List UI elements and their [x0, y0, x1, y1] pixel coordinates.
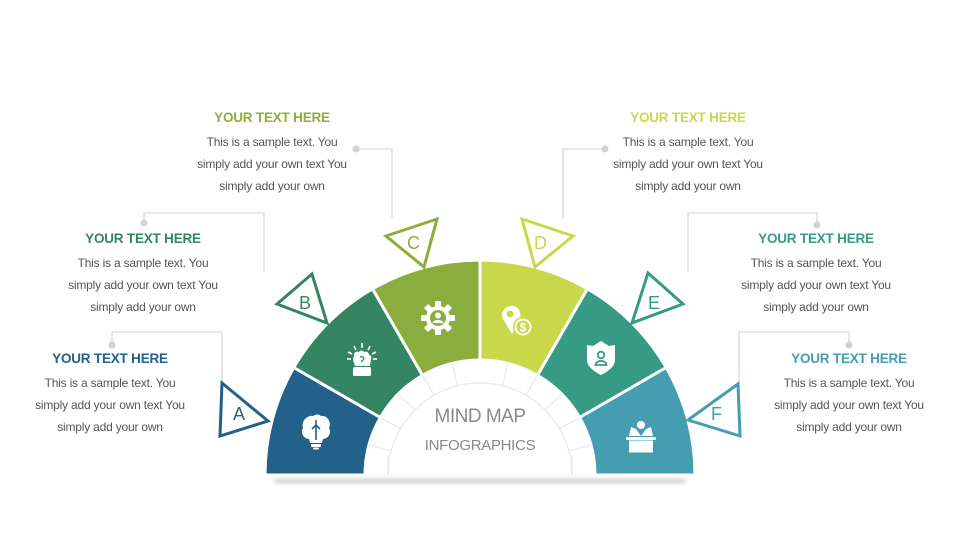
text-block-e: YOUR TEXT HERE This is a sample text. Yo… — [716, 230, 916, 318]
text-block-heading: YOUR TEXT HERE — [791, 351, 907, 366]
hub-base — [365, 360, 595, 475]
text-block-body: This is a sample text. You simply add yo… — [588, 131, 788, 197]
marker-triangle-c — [382, 216, 440, 270]
text-block-heading: YOUR TEXT HERE — [630, 110, 746, 125]
shield-user-icon — [587, 341, 615, 375]
marker-triangle-d — [519, 216, 577, 270]
body-line: simply add your own text You — [774, 398, 924, 412]
body-line: This is a sample text. You — [77, 256, 209, 270]
text-block-a: YOUR TEXT HERE This is a sample text. Yo… — [10, 350, 210, 438]
gear-user-icon — [421, 301, 455, 335]
body-line: This is a sample text. You — [206, 135, 338, 149]
body-line: This is a sample text. You — [750, 256, 882, 270]
body-line: simply add your own text You — [613, 157, 763, 171]
connector-c — [355, 148, 393, 218]
marker-triangle-a — [218, 379, 272, 439]
text-block-b: YOUR TEXT HERE This is a sample text. Yo… — [43, 230, 243, 318]
text-block-f: YOUR TEXT HERE This is a sample text. Yo… — [749, 350, 949, 438]
text-block-body: This is a sample text. You simply add yo… — [716, 252, 916, 318]
text-block-body: This is a sample text. You simply add yo… — [172, 131, 372, 197]
speaker-podium-icon — [626, 421, 656, 453]
connector-dots — [108, 145, 853, 349]
body-line: simply add your own — [763, 300, 869, 314]
marker-triangle-f — [684, 381, 742, 439]
raised-fist-icon — [347, 343, 377, 376]
hub-title-line2: INFOGRAPHICS — [424, 437, 536, 454]
connector-dot-c — [352, 145, 360, 153]
connector-b — [143, 212, 265, 272]
text-block-d: YOUR TEXT HERE This is a sample text. Yo… — [588, 109, 788, 197]
connector-dot-d — [601, 145, 609, 153]
marker-triangle-b — [274, 271, 330, 326]
hub-band-dividers — [367, 363, 593, 452]
body-line: simply add your own text You — [741, 278, 891, 292]
body-line: simply add your own text You — [197, 157, 347, 171]
body-line: simply add your own — [57, 420, 163, 434]
text-block-heading: YOUR TEXT HERE — [85, 231, 201, 246]
connector-d — [562, 148, 605, 218]
svg-text:$: $ — [520, 321, 527, 335]
connector-dot-f — [845, 341, 853, 349]
text-block-heading: YOUR TEXT HERE — [758, 231, 874, 246]
text-block-body: This is a sample text. You simply add yo… — [43, 252, 243, 318]
connectors — [111, 148, 850, 386]
hub-title-line1: MIND MAP — [434, 406, 527, 427]
location-dollar-icon: $ — [502, 306, 533, 337]
brain-bulb-icon — [301, 414, 331, 450]
text-block-body: This is a sample text. You simply add yo… — [10, 372, 210, 438]
body-line: simply add your own text You — [68, 278, 218, 292]
marker-triangle-e — [629, 270, 686, 326]
hub-inner-arc — [387, 382, 573, 476]
connector-dot-a — [108, 341, 116, 349]
text-block-body: This is a sample text. You simply add yo… — [749, 372, 949, 438]
marker-letter-f: F — [711, 404, 722, 424]
body-line: This is a sample text. You — [622, 135, 754, 149]
body-line: simply add your own — [796, 420, 902, 434]
connector-f — [738, 331, 850, 386]
text-block-heading: YOUR TEXT HERE — [52, 351, 168, 366]
text-block-c: YOUR TEXT HERE This is a sample text. Yo… — [172, 109, 372, 197]
connector-a — [111, 331, 223, 386]
marker-letter-d: D — [534, 233, 547, 253]
marker-letter-a: A — [233, 404, 246, 424]
body-line: This is a sample text. You — [783, 376, 915, 390]
body-line: simply add your own — [219, 179, 325, 193]
marker-letter-e: E — [648, 293, 661, 313]
connector-dot-e — [813, 221, 821, 229]
body-line: simply add your own text You — [35, 398, 185, 412]
base-shadow — [275, 479, 685, 483]
connector-dot-b — [140, 219, 148, 227]
connector-e — [687, 212, 818, 272]
body-line: This is a sample text. You — [44, 376, 176, 390]
body-line: simply add your own — [635, 179, 741, 193]
marker-letter-b: B — [299, 293, 312, 313]
body-line: simply add your own — [90, 300, 196, 314]
text-block-heading: YOUR TEXT HERE — [214, 110, 330, 125]
marker-letter-c: C — [407, 233, 420, 253]
